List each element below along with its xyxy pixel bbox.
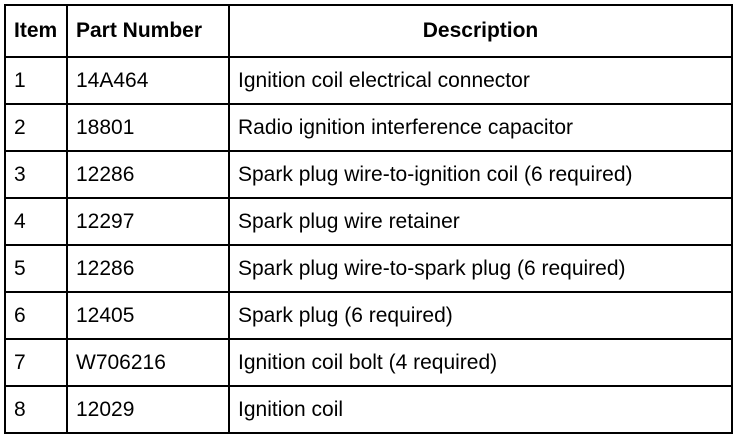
header-part-number: Part Number [66, 4, 230, 58]
cell-description: Ignition coil electrical connector [228, 56, 733, 105]
table-row: 1 14A464 Ignition coil electrical connec… [4, 56, 733, 105]
cell-part-number: W706216 [66, 338, 230, 387]
table-header: Item Part Number Description [4, 4, 733, 58]
header-item: Item [4, 4, 68, 58]
cell-item: 7 [4, 338, 68, 387]
cell-description: Spark plug (6 required) [228, 291, 733, 340]
table-row: 6 12405 Spark plug (6 required) [4, 291, 733, 340]
cell-item: 6 [4, 291, 68, 340]
cell-description: Ignition coil bolt (4 required) [228, 338, 733, 387]
cell-part-number: 12405 [66, 291, 230, 340]
parts-table: Item Part Number Description 1 14A464 Ig… [4, 4, 733, 434]
table-body: 1 14A464 Ignition coil electrical connec… [4, 56, 733, 434]
cell-item: 8 [4, 385, 68, 434]
table-row: 7 W706216 Ignition coil bolt (4 required… [4, 338, 733, 387]
cell-description: Spark plug wire-to-spark plug (6 require… [228, 244, 733, 293]
cell-item: 5 [4, 244, 68, 293]
header-description: Description [228, 4, 733, 58]
cell-description: Radio ignition interference capacitor [228, 103, 733, 152]
table-row: 5 12286 Spark plug wire-to-spark plug (6… [4, 244, 733, 293]
table-row: 2 18801 Radio ignition interference capa… [4, 103, 733, 152]
cell-item: 1 [4, 56, 68, 105]
table-row: 3 12286 Spark plug wire-to-ignition coil… [4, 150, 733, 199]
cell-item: 2 [4, 103, 68, 152]
cell-part-number: 12297 [66, 197, 230, 246]
header-row: Item Part Number Description [4, 4, 733, 58]
table-row: 8 12029 Ignition coil [4, 385, 733, 434]
cell-item: 3 [4, 150, 68, 199]
cell-description: Spark plug wire-to-ignition coil (6 requ… [228, 150, 733, 199]
cell-item: 4 [4, 197, 68, 246]
cell-part-number: 12029 [66, 385, 230, 434]
cell-part-number: 12286 [66, 244, 230, 293]
cell-description: Spark plug wire retainer [228, 197, 733, 246]
cell-part-number: 14A464 [66, 56, 230, 105]
cell-description: Ignition coil [228, 385, 733, 434]
cell-part-number: 12286 [66, 150, 230, 199]
table-row: 4 12297 Spark plug wire retainer [4, 197, 733, 246]
cell-part-number: 18801 [66, 103, 230, 152]
